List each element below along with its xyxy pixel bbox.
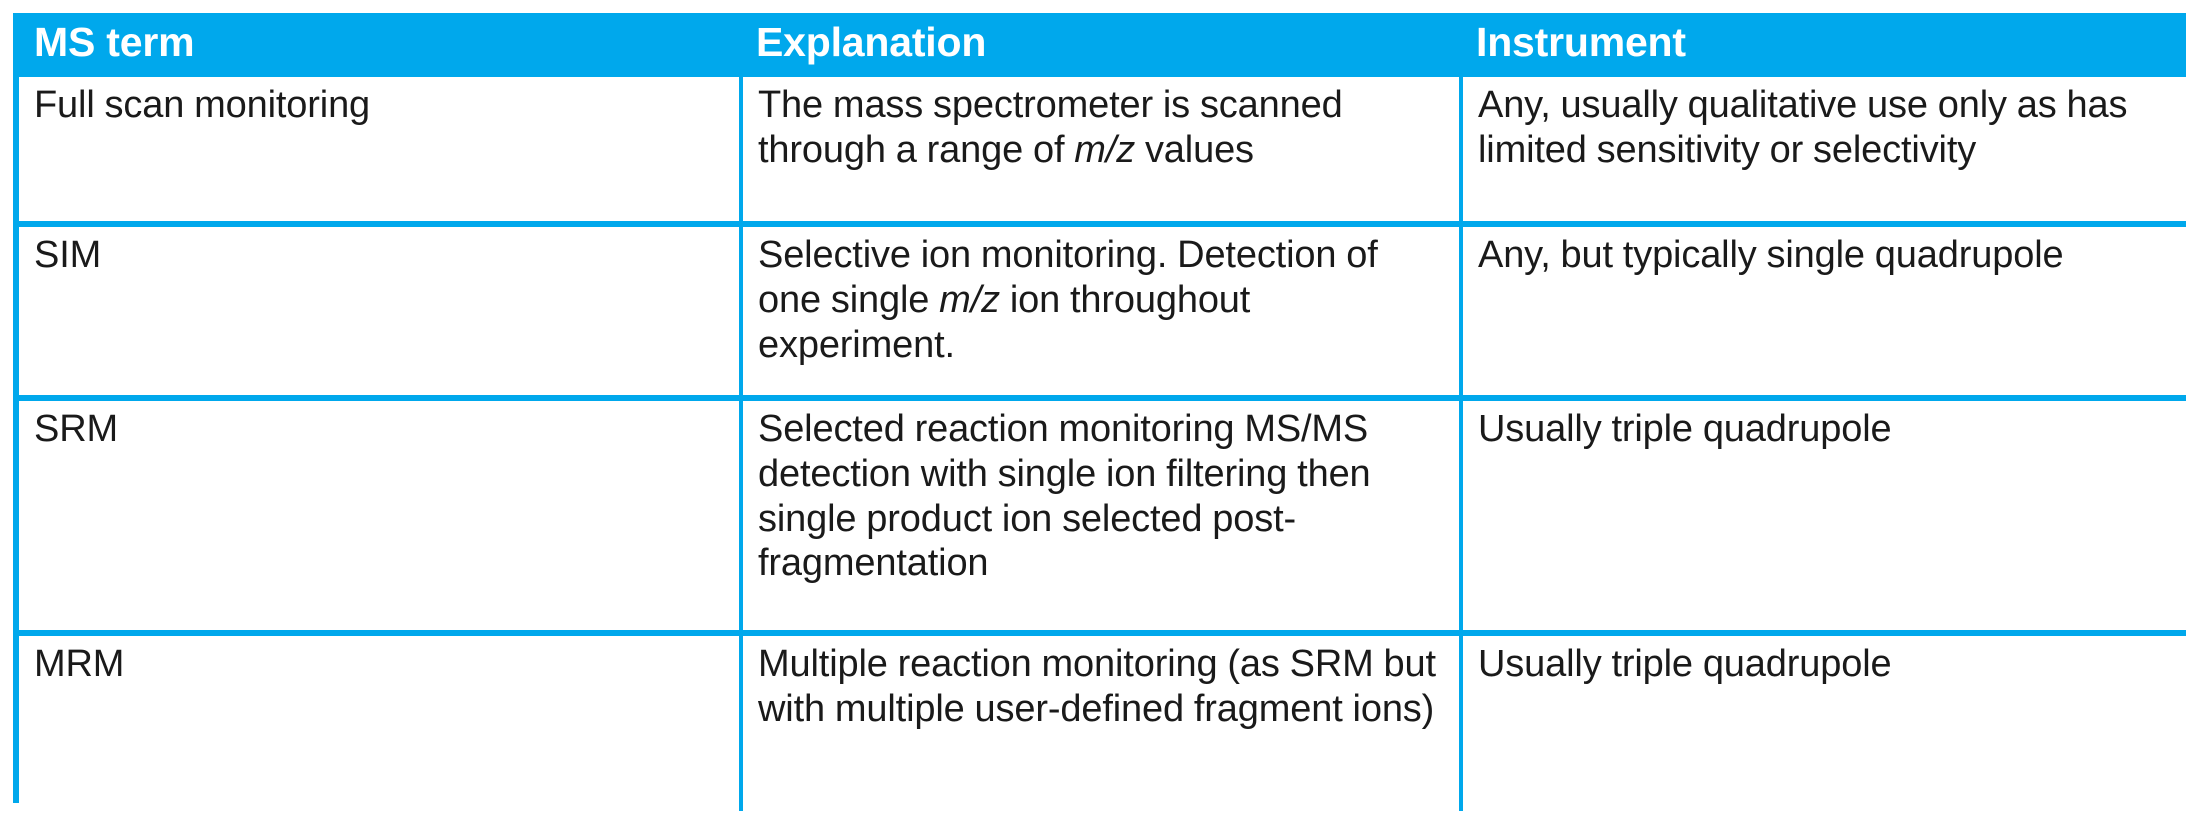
cell-explanation: Multiple reaction monitoring (as SRM but… xyxy=(741,630,1463,811)
explanation-text-pre: Selective ion monitoring. Detection of o… xyxy=(758,234,1378,321)
cell-explanation: Selective ion monitoring. Detection of o… xyxy=(741,221,1463,398)
cell-explanation: The mass spectrometer is scanned through… xyxy=(741,77,1463,224)
table-row: SRM Selected reaction monitoring MS/MS d… xyxy=(19,395,2186,633)
cell-ms-term: Full scan monitoring xyxy=(19,77,743,224)
table-header: MS term Explanation Instrument xyxy=(19,13,2186,77)
explanation-text-italic: m/z xyxy=(1074,128,1136,171)
table-row: Full scan monitoring The mass spectromet… xyxy=(19,77,2186,224)
cell-instrument: Usually triple quadrupole xyxy=(1461,630,2186,811)
column-header-explanation: Explanation xyxy=(741,13,1461,77)
table-row: SIM Selective ion monitoring. Detection … xyxy=(19,221,2186,398)
explanation-text-post: values xyxy=(1135,128,1254,171)
explanation-text-pre: Multiple reaction monitoring (as SRM but… xyxy=(758,643,1436,730)
column-header-instrument: Instrument xyxy=(1461,13,2186,77)
ms-terms-table: MS term Explanation Instrument Full scan… xyxy=(19,13,2186,811)
column-header-ms-term: MS term xyxy=(19,13,741,77)
cell-instrument: Any, but typically single quadrupole xyxy=(1461,221,2186,398)
cell-instrument: Any, usually qualitative use only as has… xyxy=(1461,77,2186,224)
cell-explanation: Selected reaction monitoring MS/MS detec… xyxy=(741,395,1463,633)
explanation-text-pre: Selected reaction monitoring MS/MS detec… xyxy=(758,408,1371,585)
table-row: MRM Multiple reaction monitoring (as SRM… xyxy=(19,630,2186,811)
explanation-text-pre: The mass spectrometer is scanned through… xyxy=(758,84,1343,171)
header-row: MS term Explanation Instrument xyxy=(19,13,2186,77)
cell-ms-term: SRM xyxy=(19,395,743,633)
cell-ms-term: MRM xyxy=(19,630,743,811)
explanation-text-post: ion throughout experiment. xyxy=(758,278,1251,366)
explanation-text-italic: m/z xyxy=(939,278,1000,321)
cell-instrument: Usually triple quadrupole xyxy=(1461,395,2186,633)
ms-terms-table-container: MS term Explanation Instrument Full scan… xyxy=(13,13,2186,811)
cell-ms-term: SIM xyxy=(19,221,743,398)
table-body: Full scan monitoring The mass spectromet… xyxy=(19,77,2186,811)
